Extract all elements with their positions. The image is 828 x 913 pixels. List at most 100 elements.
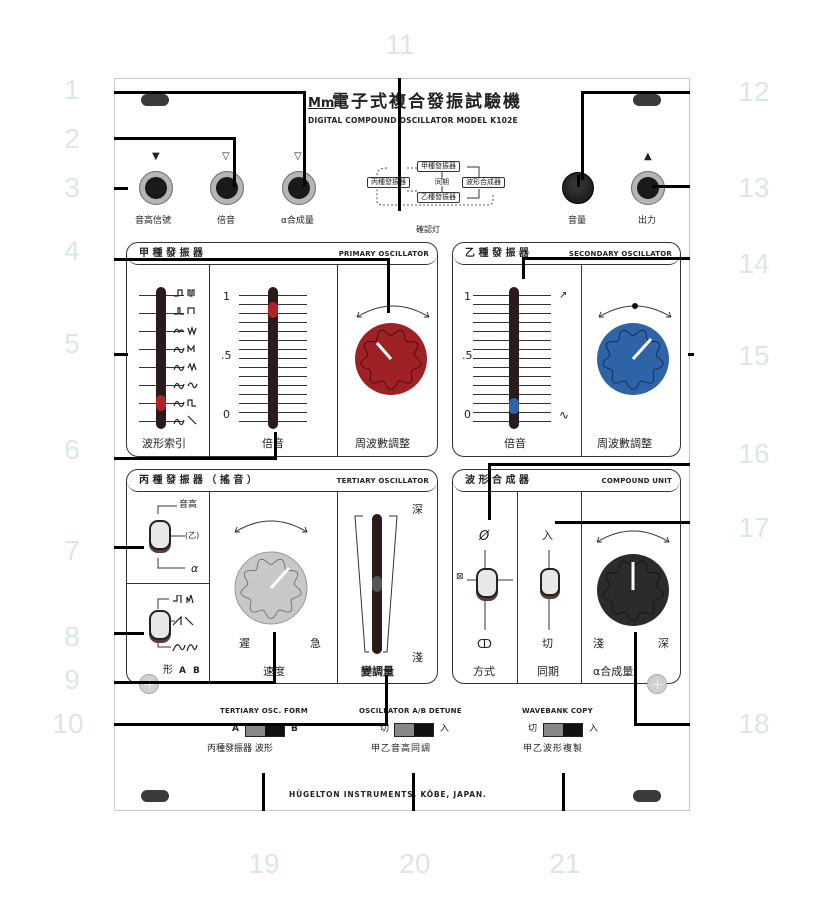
mode-toggle[interactable] — [476, 568, 498, 598]
flow-secondary: 乙種發振器 — [417, 192, 460, 203]
wave-index-slider-handle[interactable] — [156, 395, 166, 411]
mount-hole-bottom-right — [633, 790, 661, 802]
lfo-depth-label: 變調量 — [361, 665, 394, 678]
lfo-speed-slow: 遲 — [239, 637, 250, 650]
leader-9 — [114, 681, 276, 684]
callout-17: 17 — [738, 512, 770, 543]
secondary-divider — [581, 265, 582, 456]
switch-copy-left: 切 — [528, 724, 538, 734]
compound-unit-section: 波 形 合 成 器 COMPOUND UNIT Ø ⊠ ↀ 方式 入 切 同期 — [452, 469, 681, 684]
alpha-deep: 深 — [658, 637, 669, 650]
lfo-depth-shallow: 淺 — [412, 651, 423, 664]
wave-index-label: 波形索引 — [142, 437, 186, 450]
primary-title-en: PRIMARY OSCILLATOR — [338, 250, 429, 258]
secondary-freq-range-arrow — [598, 303, 672, 318]
tertiary-divider-2 — [337, 492, 338, 683]
sync-toggle[interactable] — [540, 568, 560, 596]
callout-6: 6 — [64, 434, 80, 465]
leader-1-v — [303, 91, 306, 186]
leader-16 — [488, 463, 690, 466]
secondary-oscillator-section: 乙 種 發 振 器 SECONDARY OSCILLATOR 1 .5 0 ↗ … — [452, 242, 681, 457]
module-panel: Mm 電子式複合發振試驗機 DIGITAL COMPOUND OSCILLATO… — [114, 78, 690, 811]
callout-1: 1 — [64, 74, 80, 105]
sync-on-label: 入 — [542, 529, 553, 542]
secondary-bottom-wave-icon: ∿ — [559, 408, 570, 422]
mode-top-icon: Ø — [479, 529, 490, 544]
mount-hole-top-left — [141, 94, 169, 106]
compound-divider-2 — [581, 492, 582, 683]
switch-copy-label: 甲乙波形複製 — [523, 744, 584, 754]
lfo-depth-scale — [354, 515, 398, 653]
tertiary-title-jp: 丙 種 發 振 器 （ 搖 音 ） — [139, 475, 257, 486]
jack-output[interactable] — [631, 171, 665, 205]
wave-shape-glyphs — [173, 289, 198, 426]
jack-marker-harmonic: ▽ — [222, 151, 230, 162]
secondary-harmonic-slider-handle[interactable] — [509, 397, 519, 414]
leader-10-v — [385, 675, 388, 726]
jack-alpha-cv[interactable] — [282, 171, 316, 205]
secondary-freq-knob[interactable] — [595, 321, 671, 397]
tertiary-title-en: TERTIARY OSCILLATOR — [336, 477, 429, 485]
lfo-target-alpha: α — [191, 562, 199, 575]
switch-detune[interactable] — [394, 723, 434, 737]
callout-16: 16 — [738, 438, 770, 469]
tertiary-divider-1 — [209, 492, 210, 683]
switch-wavebank-copy[interactable] — [543, 723, 583, 737]
primary-scale-1: 1 — [223, 290, 230, 303]
tertiary-header — [127, 470, 437, 492]
lfo-speed-knob[interactable] — [233, 550, 309, 626]
callout-7: 7 — [64, 535, 80, 566]
leader-6-v — [274, 432, 277, 460]
alpha-amount-knob[interactable] — [595, 552, 671, 628]
primary-harmonic-slider[interactable] — [268, 287, 278, 429]
leader-14-v — [522, 257, 525, 279]
secondary-scale-half: .5 — [462, 349, 473, 362]
primary-header — [127, 243, 437, 265]
secondary-harmonic-slider[interactable] — [509, 287, 519, 429]
panel-screw-right — [647, 674, 667, 694]
callout-18: 18 — [738, 708, 770, 739]
leader-16-v — [488, 463, 491, 520]
lfo-target-toggle[interactable] — [149, 520, 171, 550]
wave-shape-icons — [172, 288, 208, 428]
lfo-form-toggle[interactable] — [149, 610, 171, 640]
jack-harmonic-cv[interactable] — [210, 171, 244, 205]
leader-21 — [562, 773, 565, 811]
jack-pitch-cv[interactable] — [139, 171, 173, 205]
lfo-depth-slider-handle[interactable] — [372, 576, 382, 592]
callout-12: 12 — [738, 76, 770, 107]
callout-13: 13 — [738, 172, 770, 203]
output-marker: ▲ — [644, 151, 652, 162]
alpha-range-arrow — [596, 530, 670, 543]
lfo-form-col-b: B — [193, 666, 200, 676]
switch-form-left: A — [232, 724, 239, 734]
primary-scale-half: .5 — [221, 349, 232, 362]
switch-form-right: B — [291, 724, 298, 734]
primary-harmonic-slider-handle[interactable] — [268, 302, 278, 319]
primary-title-jp: 甲 種 發 振 器 — [139, 248, 203, 259]
secondary-title-jp: 乙 種 發 振 器 — [465, 248, 529, 259]
wave-index-slider[interactable] — [156, 287, 166, 429]
tertiary-oscillator-section: 丙 種 發 振 器 （ 搖 音 ） TERTIARY OSCILLATOR 音高… — [126, 469, 438, 684]
primary-freq-knob[interactable] — [353, 321, 429, 397]
volume-knob-pointer — [577, 175, 580, 187]
leader-10 — [114, 723, 388, 726]
callout-14: 14 — [738, 248, 770, 279]
primary-oscillator-section: 甲 種 發 振 器 PRIMARY OSCILLATOR 波形 — [126, 242, 438, 457]
mode-bottom-icon: ↀ — [477, 637, 492, 651]
jack-marker-alpha: ▽ — [294, 151, 302, 162]
volume-knob[interactable] — [562, 172, 594, 204]
secondary-scale-0: 0 — [464, 408, 471, 421]
secondary-harmonic-label: 倍音 — [504, 437, 526, 450]
switch-detune-label: 甲乙音高同調 — [371, 744, 432, 754]
switch-form-title: TERTIARY OSC. FORM — [220, 707, 308, 715]
jack-label-pitch: 音高信號 — [135, 216, 172, 226]
switch-tertiary-form[interactable] — [245, 723, 285, 737]
switch-detune-right: 入 — [440, 724, 450, 734]
lfo-form-col-a: A — [179, 666, 186, 676]
sync-label: 同期 — [537, 665, 559, 678]
compound-title-jp: 波 形 合 成 器 — [465, 475, 529, 486]
indicator-label: 確認灯 — [416, 225, 440, 234]
callout-2: 2 — [64, 123, 80, 154]
callout-21: 21 — [549, 848, 581, 879]
